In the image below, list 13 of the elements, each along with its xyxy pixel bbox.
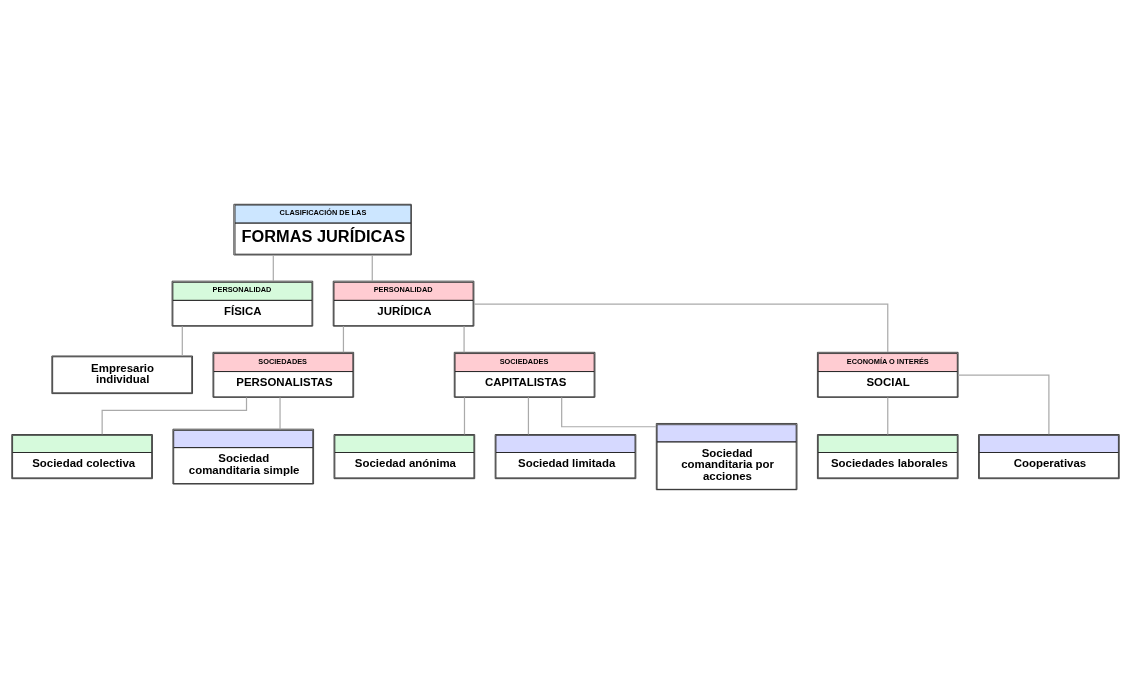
connector: [473, 302, 889, 353]
connector: [272, 254, 274, 282]
connector: [887, 396, 889, 435]
connector: [279, 396, 281, 430]
connector: [527, 396, 530, 435]
connector: [561, 396, 657, 427]
connector: [371, 254, 373, 282]
connector: [101, 396, 248, 435]
connector: [181, 325, 183, 356]
connector: [342, 325, 345, 353]
connector: [463, 325, 465, 353]
connector: [957, 374, 1050, 435]
connector: [463, 396, 466, 435]
